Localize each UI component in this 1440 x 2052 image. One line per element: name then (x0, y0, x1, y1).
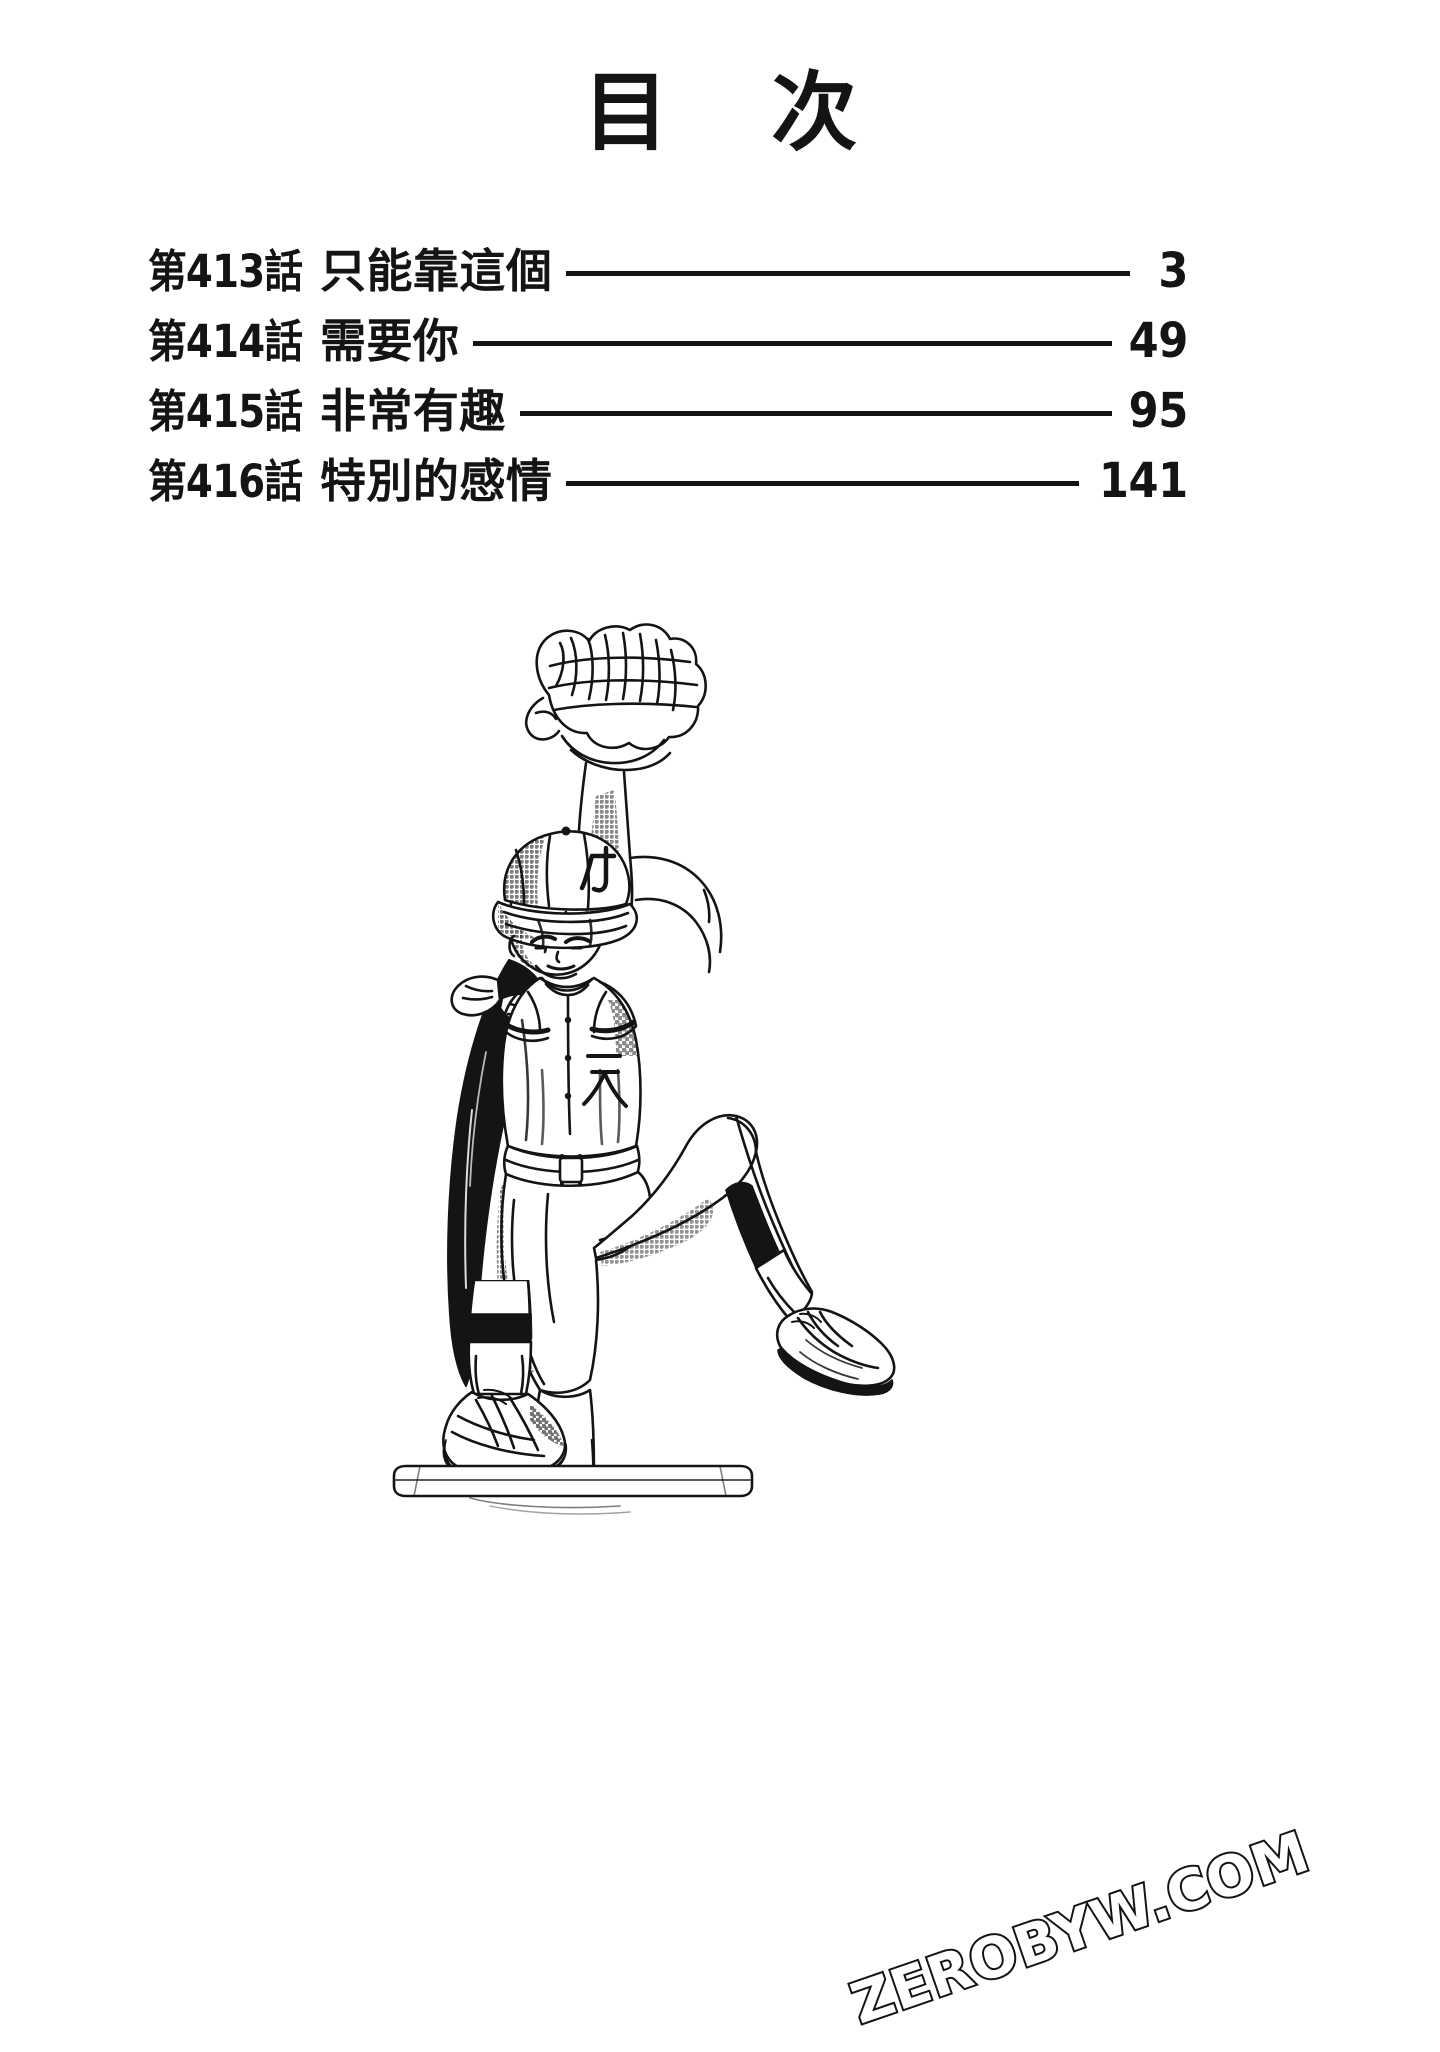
jersey-mark (582, 1054, 628, 1108)
pitcher-lower-leg-illustration (380, 1280, 800, 1580)
toc-leader-line (566, 270, 1130, 276)
toc-page-number: 141 (1099, 453, 1188, 509)
toc-chapter-number: 第416話 (148, 454, 303, 508)
table-of-contents: 第413話 只能靠這個 3 第414話 需要你 49 第415話 非常有趣 95… (148, 236, 1188, 516)
toc-page-number: 95 (1128, 383, 1189, 439)
toc-leader-line (519, 410, 1113, 416)
belt-group (502, 1144, 641, 1188)
watermark-text: ZEROBYW.COM (841, 1818, 1319, 2039)
toc-chapter-number: 第414話 (148, 314, 303, 368)
torso-jersey-group (500, 976, 642, 1158)
toc-entry[interactable]: 第413話 只能靠這個 3 (148, 236, 1188, 306)
head-group (447, 826, 639, 1387)
glove-group (524, 623, 707, 772)
toc-chapter-title: 需要你 (320, 314, 460, 368)
toc-chapter-title: 只能靠這個 (320, 244, 553, 298)
toc-chapter-title: 特別的感情 (320, 454, 553, 508)
toc-leader-line (566, 480, 1080, 486)
toc-chapter-number: 第415話 (148, 384, 303, 438)
site-watermark: ZEROBYW.COM (841, 1818, 1406, 2052)
cap-logo (579, 845, 617, 893)
page-title: 目 次 (582, 63, 894, 163)
toc-chapter-title: 非常有趣 (320, 384, 506, 438)
toc-entry[interactable]: 第416話 特別的感情 141 (148, 446, 1188, 516)
toc-page-number: 3 (1158, 243, 1188, 299)
lifted-shoe-group (775, 1307, 896, 1396)
toc-entry[interactable]: 第415話 非常有趣 95 (148, 376, 1188, 446)
toc-page-number: 49 (1128, 313, 1189, 369)
toc-chapter-number: 第413話 (148, 244, 303, 298)
toc-entry[interactable]: 第414話 需要你 49 (148, 306, 1188, 376)
toc-leader-line (473, 340, 1113, 346)
lifted-leg-group (592, 1113, 814, 1322)
